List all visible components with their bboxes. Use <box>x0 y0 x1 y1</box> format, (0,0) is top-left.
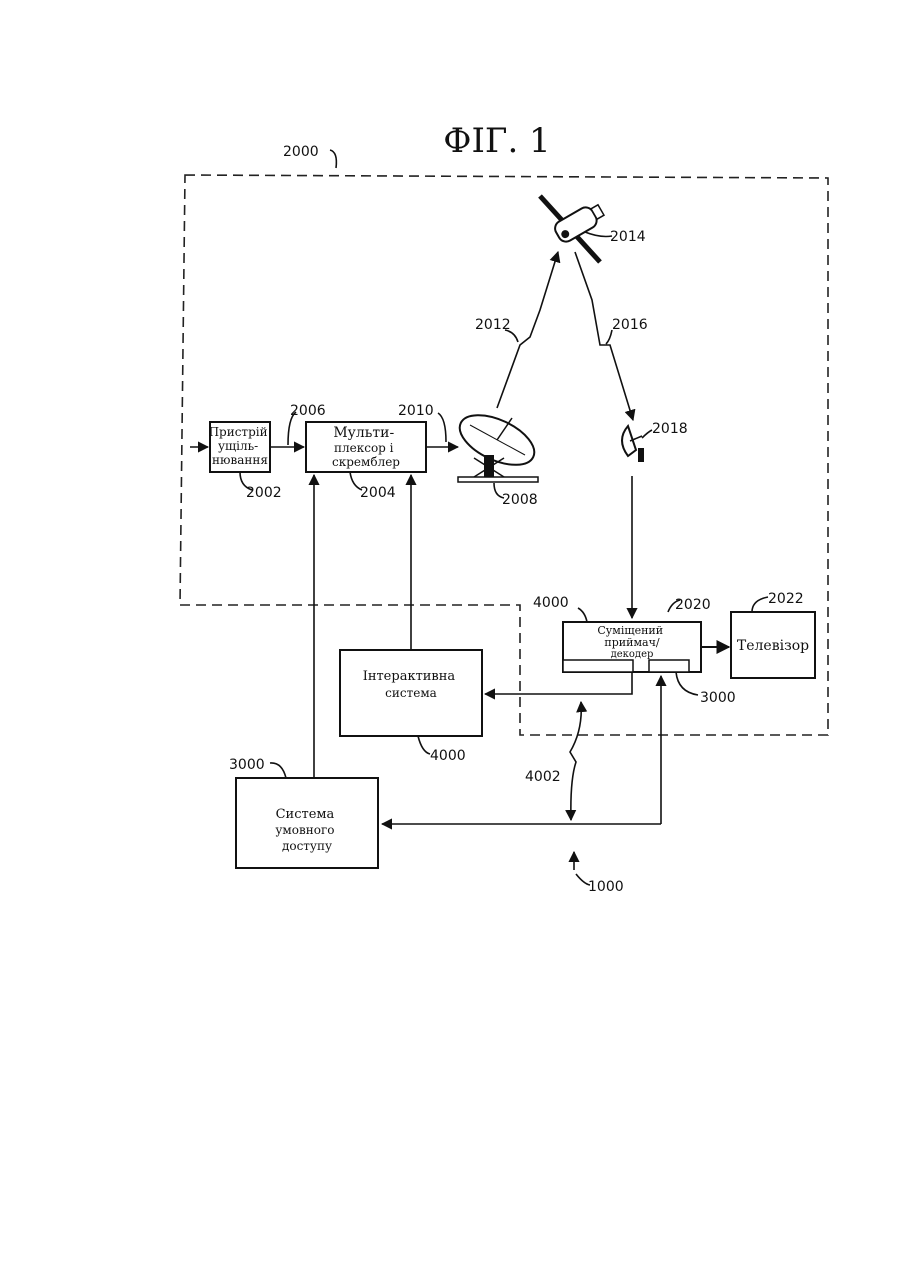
leader-2018 <box>642 430 652 438</box>
interactive-module-4000 <box>563 660 633 672</box>
ref-2000: 2000 <box>283 144 319 160</box>
ref-3000-left: 3000 <box>229 757 265 773</box>
ref-2020: 2020 <box>675 597 711 613</box>
ref-2010: 2010 <box>398 403 434 419</box>
arrow-receiver-to-interactive <box>485 672 632 694</box>
tv-label: Телевізор <box>737 638 809 654</box>
access-module-3000 <box>649 660 689 672</box>
interactive-line-2: система <box>385 686 437 700</box>
ref-2008: 2008 <box>502 492 538 508</box>
access-line-2: умовного <box>275 823 334 837</box>
ref-2018: 2018 <box>652 421 688 437</box>
multiplexer-line-2: плексор і <box>334 441 394 455</box>
compression-device-line-1: Пристрій <box>209 425 268 439</box>
access-line-1: Система <box>276 807 335 822</box>
ref-2022: 2022 <box>768 591 804 607</box>
leader-3000-right <box>676 672 698 695</box>
multiplexer-line-3: скремблер <box>332 455 400 469</box>
leader-2000 <box>330 150 336 168</box>
leader-3000-left <box>270 763 286 778</box>
return-link-4002 <box>570 702 581 820</box>
svg-text:Пристрій ущіль- нюванн: Пристрій ущіль- нювання <box>209 425 272 467</box>
satellite-icon <box>540 196 606 262</box>
ref-2016: 2016 <box>612 317 648 333</box>
ref-2002: 2002 <box>246 485 282 501</box>
ref-4002: 4002 <box>525 769 561 785</box>
ref-4000-bottom: 4000 <box>430 748 466 764</box>
downlink-2016 <box>575 252 633 420</box>
receiver-line-3: декодер <box>611 649 654 660</box>
uplink-dish-icon <box>452 405 541 482</box>
ref-4000-top: 4000 <box>533 595 569 611</box>
multiplexer-line-1: Мульти- <box>333 425 394 441</box>
svg-text:Система умовного досту: Система умовного доступу <box>275 807 338 853</box>
leader-2010 <box>438 413 446 442</box>
compression-device-line-3: нювання <box>212 453 268 467</box>
ref-2012: 2012 <box>475 317 511 333</box>
receiver-line-2: приймач/ <box>604 636 659 649</box>
leader-2022 <box>752 597 768 612</box>
leader-4000-top <box>578 608 587 622</box>
ref-2006: 2006 <box>290 403 326 419</box>
ref-1000: 1000 <box>588 879 624 895</box>
interactive-line-1: Інтерактивна <box>363 669 456 684</box>
figure-title: ФІГ. 1 <box>443 121 550 161</box>
access-line-3: доступу <box>282 839 332 853</box>
ref-2014: 2014 <box>610 229 646 245</box>
svg-text:Мульти- плексор і скре: Мульти- плексор і скремблер <box>332 425 400 469</box>
ref-3000-right: 3000 <box>700 690 736 706</box>
ref-2004: 2004 <box>360 485 396 501</box>
compression-device-line-2: ущіль- <box>218 439 258 453</box>
leader-4000-bottom <box>418 736 430 754</box>
leader-2014 <box>585 232 612 237</box>
svg-text:Суміщений приймач/: Суміщений приймач/ <box>597 624 666 649</box>
receiver-dish-icon <box>622 426 644 462</box>
